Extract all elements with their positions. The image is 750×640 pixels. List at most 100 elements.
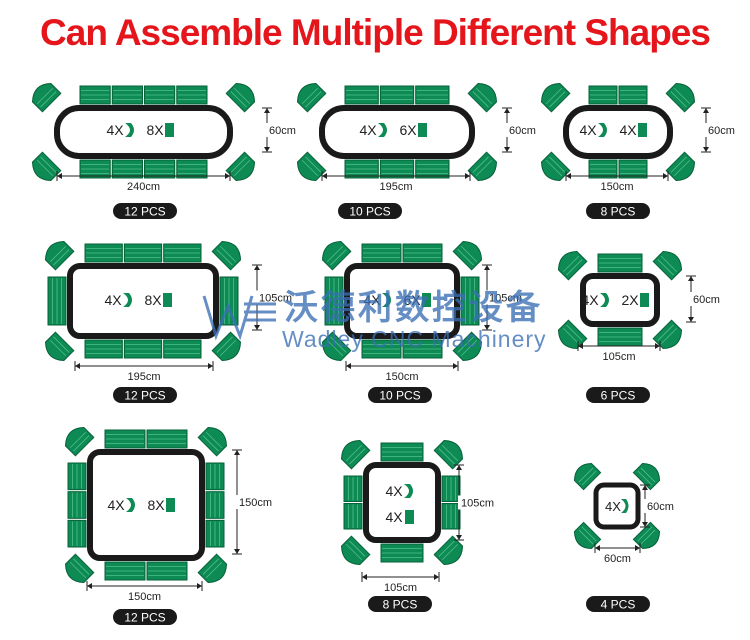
straight-seat-icon [638,123,647,137]
corner-seat-icon [382,293,391,307]
seat-corner [632,462,661,491]
seat-top [380,442,424,462]
seat-top [344,85,379,105]
pieces-badge [586,203,650,219]
seat-top [104,429,146,449]
seat-top [111,85,143,105]
table-outline [363,462,441,543]
width-label: 195cm [127,371,160,383]
pieces-label: 10 PCS [349,205,390,219]
straight-multiplier-label: 8X [146,122,164,138]
seat-corner [452,240,483,271]
width-dimension-arrow [345,361,459,371]
seat-corner [64,426,95,457]
seat-bottom [163,339,202,359]
height-label: 60cm [647,501,674,513]
seat-bottom [361,339,402,359]
corner-seat-icon [126,498,135,512]
pieces-badge [586,596,650,612]
pieces-label: 12 PCS [124,389,165,403]
straight-seat-icon [166,498,175,512]
table-outline [67,263,219,339]
seat-corner [540,151,571,182]
table-outline [580,273,660,327]
seat-corner [340,439,371,470]
seat-corner [632,521,661,550]
corner-seat-icon [378,123,387,137]
table-outline [563,105,673,159]
seat-corner [573,521,602,550]
seat-right [441,503,461,530]
straight-multiplier-label: 2X [621,292,639,308]
seat-corner [321,331,352,362]
seat-top [618,85,648,105]
height-label: 105cm [489,293,522,305]
width-label: 150cm [600,181,633,193]
height-label: 60cm [509,125,536,137]
seat-corner [573,462,602,491]
pieces-badge [586,387,650,403]
seat-corner [557,250,588,281]
seat-bottom [144,159,176,179]
pieces-label: 12 PCS [124,611,165,625]
seat-top [144,85,176,105]
seat-bottom [111,159,143,179]
seat-bottom [379,159,415,179]
table-outline [593,482,641,530]
seat-left [47,276,67,326]
pieces-badge [113,203,177,219]
width-dimension-arrow [594,543,641,553]
seat-corner [31,82,62,113]
seat-bottom [146,561,188,581]
height-label: 60cm [693,294,720,306]
seat-bottom [79,159,111,179]
table-outline [319,105,475,159]
seat-top [361,243,402,263]
seat-bottom [380,543,424,563]
straight-multiplier-label: 4X [619,122,637,138]
seat-corner [225,151,256,182]
straight-seat-icon [165,123,174,137]
pieces-label: 6 PCS [601,389,636,403]
height-label: 150cm [239,497,272,509]
seat-corner [433,535,464,566]
seat-corner [211,331,242,362]
seat-left [67,491,87,519]
corner-seat-icon [404,484,413,498]
seat-right [460,276,480,326]
seat-bottom [84,339,123,359]
straight-multiplier-label: 6X [403,292,421,308]
straight-multiplier-label: 8X [147,497,165,513]
seat-corner [665,82,696,113]
seat-corner [44,331,75,362]
seat-corner [433,439,464,470]
width-dimension-arrow [361,572,440,582]
seat-corner [540,82,571,113]
pieces-badge [368,387,432,403]
straight-multiplier-label: 6X [399,122,417,138]
corner-seat-icon [600,293,609,307]
corner-multiplier-label: 4X [579,122,597,138]
seat-bottom [344,159,379,179]
width-label: 60cm [604,553,631,565]
corner-seat-icon [123,293,132,307]
corner-multiplier-label: 4X [104,292,122,308]
seat-corner [467,82,498,113]
seat-left [67,519,87,548]
corner-seat-icon [125,123,134,137]
seat-top [163,243,202,263]
width-label: 150cm [128,591,161,603]
pieces-badge [368,596,432,612]
seat-top [176,85,208,105]
seat-corner [467,151,498,182]
pieces-label: 4 PCS [601,598,636,612]
pieces-badge [338,203,402,219]
seat-corner [665,151,696,182]
width-dimension-arrow [321,171,471,181]
table-outline [87,449,205,561]
